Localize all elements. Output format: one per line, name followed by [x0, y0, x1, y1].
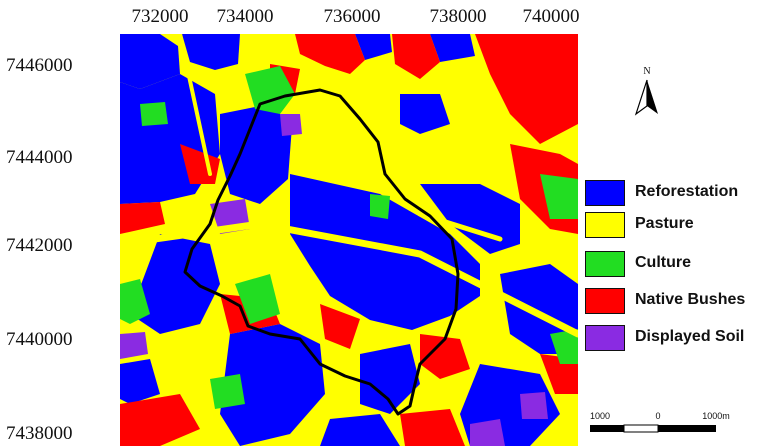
scale-label: 0	[655, 411, 660, 421]
north-label: N	[643, 66, 650, 77]
legend-label: Culture	[635, 254, 691, 271]
scale-bar: 1000 0 1000m	[590, 411, 730, 433]
x-tick-label: 734000	[216, 6, 274, 27]
y-tick-label: 7442000	[6, 235, 73, 256]
legend-item-culture: Culture	[585, 249, 774, 279]
legend-item-native-bushes: Native Bushes	[585, 286, 774, 316]
scale-label: 1000m	[702, 411, 730, 421]
scale-label: 1000	[590, 411, 610, 421]
legend-swatch	[585, 288, 625, 314]
scale-segment	[623, 424, 659, 433]
x-tick-label: 732000	[131, 6, 189, 27]
x-tick-label: 736000	[323, 6, 381, 27]
legend-swatch	[585, 251, 625, 277]
scale-segment	[590, 425, 624, 432]
legend-item-pasture: Pasture	[585, 210, 774, 240]
legend-label: Displayed Soil	[635, 328, 745, 345]
watershed-boundary	[183, 88, 460, 416]
scale-segment	[658, 425, 716, 432]
legend-swatch	[585, 325, 625, 351]
y-tick-label: 7440000	[6, 329, 73, 350]
legend-item-reforestation: Reforestation	[585, 178, 774, 208]
land-use-map	[120, 34, 578, 446]
legend-swatch	[585, 212, 625, 238]
x-tick-label: 740000	[522, 6, 580, 27]
north-arrow-icon: N	[634, 66, 658, 116]
legend-label: Pasture	[635, 215, 694, 232]
y-tick-label: 7438000	[6, 423, 73, 444]
legend-label: Native Bushes	[635, 291, 746, 308]
legend-label: Reforestation	[635, 183, 739, 200]
x-tick-label: 738000	[429, 6, 487, 27]
culture-areas	[120, 66, 578, 409]
legend-swatch	[585, 180, 625, 206]
legend-item-displayed-soil: Displayed Soil	[585, 323, 774, 353]
y-tick-label: 7446000	[6, 55, 73, 76]
y-tick-label: 7444000	[6, 147, 73, 168]
